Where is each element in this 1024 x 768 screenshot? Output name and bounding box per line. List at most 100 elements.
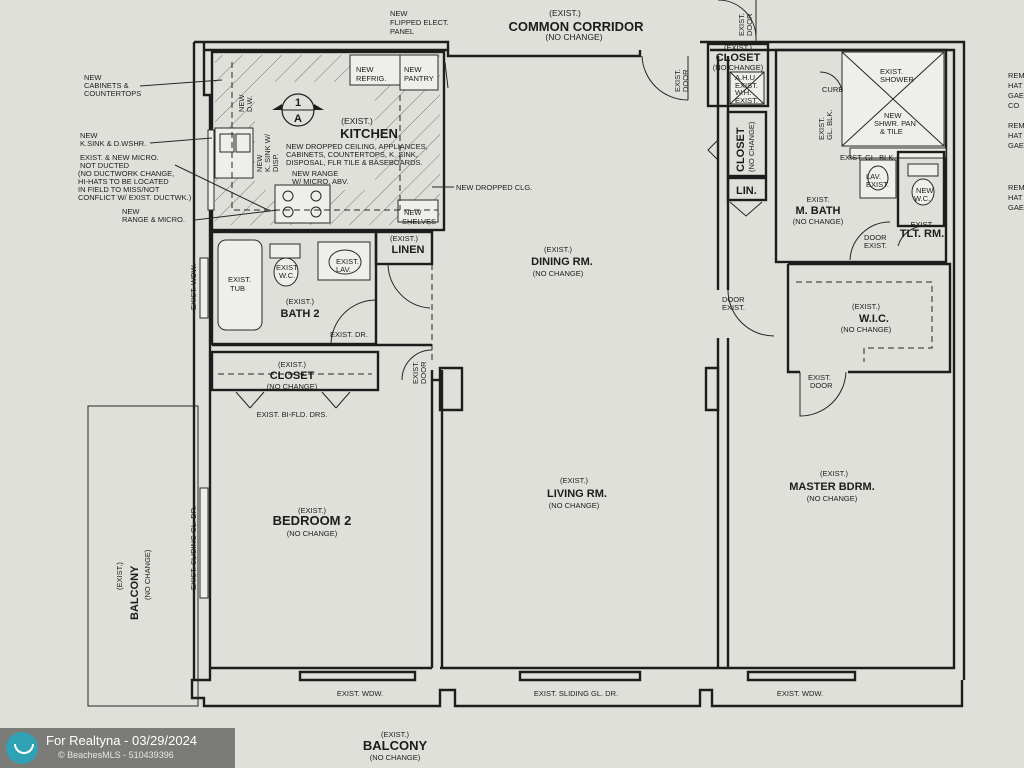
glblk2-label: EXIST. GL. BLK. — [840, 153, 895, 162]
corridor-label: COMMON CORRIDOR — [508, 19, 644, 34]
range-label-1: NEW RANGE — [292, 169, 338, 178]
edge-note-b: HAT — [1008, 81, 1023, 90]
watermark-line1: For Realtyna - 03/29/2024 — [46, 733, 198, 748]
lav-label-1: EXIST. — [336, 257, 359, 266]
door-label-1b: DOOR — [419, 361, 428, 384]
shelves-label-1: NEW — [404, 208, 422, 217]
wic-area — [786, 262, 952, 374]
note-sink-2: K.SINK & D.WSHR. — [80, 139, 146, 148]
door-exist-1: DOOR — [722, 295, 745, 304]
side-sliding-label: EXIST. SLIDING GL. DR. — [189, 506, 198, 590]
kitchen-desc1: NEW DROPPED CEILING, APPLIANCES, — [286, 142, 428, 151]
ahu-2: EXIST. — [735, 81, 758, 90]
kitchen-label: KITCHEN — [340, 126, 398, 141]
edge-note-a: REM — [1008, 71, 1024, 80]
ahu-3: W.H. — [735, 88, 751, 97]
closet2-exist: (EXIST.) — [278, 360, 306, 369]
edge-note-j: GAE — [1008, 203, 1024, 212]
mbath-note: (NO CHANGE) — [793, 217, 844, 226]
edge-note-c: GAE — [1008, 91, 1024, 100]
beaches-mls-logo-icon — [6, 732, 38, 764]
pantry-label-2: PANTRY — [404, 74, 434, 83]
section-marker: 1 A — [272, 93, 324, 127]
master-label: MASTER BDRM. — [789, 481, 875, 493]
bottom-sliding: EXIST. SLIDING GL. DR. — [534, 689, 618, 698]
door-label-3a: EXIST. — [737, 13, 746, 36]
edge-note-d: CO — [1008, 101, 1019, 110]
side-window-label: EXIST. WDW. — [189, 264, 198, 310]
master-bath-area — [774, 48, 948, 264]
utility-closets — [706, 42, 770, 217]
bottom-window-right: EXIST. WDW. — [777, 689, 823, 698]
dw-label-1: NEW — [237, 94, 246, 112]
glblk-label-2: GL. BLK. — [825, 110, 834, 140]
dw-label-2: D.W. — [245, 96, 254, 112]
balcony-left-note: (NO CHANGE) — [143, 549, 152, 600]
mlav-label-1: LAV. — [866, 172, 881, 181]
note-cabinets-1: NEW — [84, 73, 102, 82]
wic-note: (NO CHANGE) — [841, 325, 892, 334]
mbath-door-2: EXIST. — [864, 241, 887, 250]
closet-top-note: (NO CHANGE) — [713, 63, 764, 72]
shower-label-1: EXIST. — [880, 67, 903, 76]
tlt-exist: EXIST. — [911, 220, 934, 229]
edge-note-g: GAE — [1008, 141, 1024, 150]
bifold-label: EXIST. BI-FLD. DRS. — [257, 410, 328, 419]
bedroom2-note: (NO CHANGE) — [287, 529, 338, 538]
wic-exist: (EXIST.) — [852, 302, 880, 311]
panel-line3: PANEL — [390, 27, 414, 36]
kitchen-desc3: DISPOSAL, FLR TILE & BASEBOARDS. — [286, 158, 423, 167]
sink-label-2: K. SINK W/ — [263, 133, 272, 172]
left-balcony — [87, 405, 199, 707]
range — [274, 184, 331, 224]
closet-top-label: CLOSET — [716, 52, 761, 64]
closet2-note: (NO CHANGE) — [267, 382, 318, 391]
closet-top-exist: (EXIST.) — [724, 43, 752, 52]
closet-vert-label: CLOSET — [735, 127, 747, 172]
wc-label-1: EXIST. — [276, 263, 299, 272]
pantry — [399, 54, 439, 91]
dining-note: (NO CHANGE) — [533, 269, 584, 278]
kitchen-desc2: CABINETS, COUNTERTOPS, K. SINK, — [286, 150, 418, 159]
shower-label-2: SHOWER — [880, 75, 914, 84]
panel-line1: NEW — [390, 9, 408, 18]
bath2-exist: (EXIST.) — [286, 297, 314, 306]
note-micro-6: CONFLICT W/ EXIST. DUCTWK.) — [78, 193, 192, 202]
exterior-walls — [190, 40, 966, 708]
mls-watermark: For Realtyna - 03/29/2024 © BeachesMLS -… — [0, 728, 235, 768]
ahu-4: EXIST. — [735, 96, 758, 105]
lav-label-2: LAV. — [336, 265, 351, 274]
pan-label-2: SHWR. PAN — [874, 119, 916, 128]
mwc-label-1: NEW — [916, 186, 934, 195]
door-label-3b: DOOR — [745, 13, 754, 36]
note-micro-3: (NO DUCTWORK CHANGE, — [78, 169, 174, 178]
living-exist: (EXIST.) — [560, 476, 588, 485]
section-letter: A — [294, 113, 302, 125]
bottom-window-left: EXIST. WDW. — [337, 689, 383, 698]
dropped-clg-label: NEW DROPPED CLG. — [456, 183, 532, 192]
note-sink-1: NEW — [80, 131, 98, 140]
refrig-label-1: NEW — [356, 65, 374, 74]
bathtub — [217, 239, 263, 331]
lavatory — [328, 249, 362, 275]
door-label-2a: EXIST. — [673, 69, 682, 92]
panel-line2: FLIPPED ELECT. — [390, 18, 449, 27]
corridor-note: (NO CHANGE) — [545, 32, 602, 42]
balcony-bottom-label: BALCONY — [363, 738, 428, 753]
bedroom2-exist: (EXIST.) — [298, 506, 326, 515]
note-micro-4: HI-HATS TO BE LOCATED — [78, 177, 169, 186]
glblk-label-1: EXIST. — [817, 117, 826, 140]
tub-label-2: TUB — [230, 284, 245, 293]
bath2-area — [210, 230, 434, 381]
note-micro-1: EXIST. & NEW MICRO. — [80, 153, 159, 162]
section-number: 1 — [295, 97, 301, 109]
note-cabinets-3: COUNTERTOPS — [84, 89, 141, 98]
door-label-2b: DOOR — [681, 69, 690, 92]
pantry-label-1: NEW — [404, 65, 422, 74]
edge-note-f: HAT — [1008, 131, 1023, 140]
master-note: (NO CHANGE) — [807, 494, 858, 503]
sink-label-1: NEW — [255, 154, 264, 172]
curb-label: CURB — [822, 85, 843, 94]
doors — [641, 0, 847, 417]
